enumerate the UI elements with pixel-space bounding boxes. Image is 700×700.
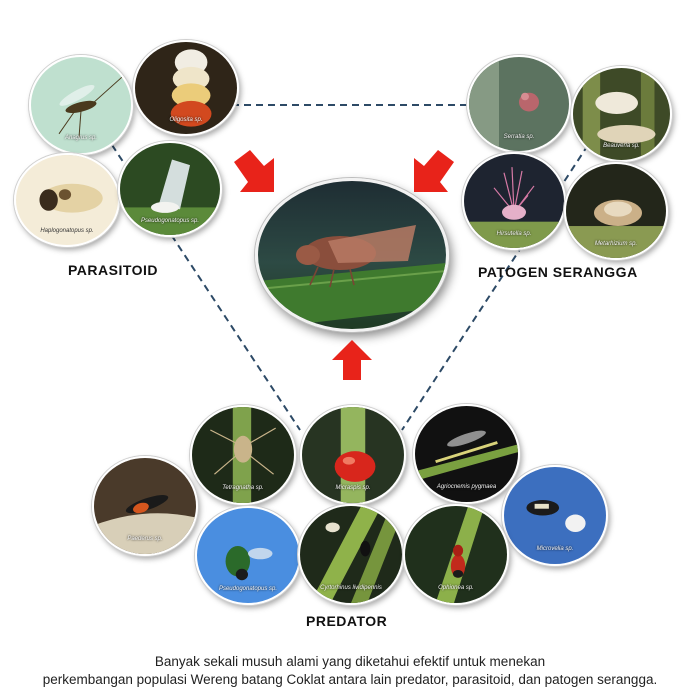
label-parasitoid: PARASITOID: [68, 262, 159, 278]
photo-ophionea: Ophionea sp.: [403, 504, 509, 605]
photo-paederus: Paederus sp.: [92, 456, 198, 556]
organism-caption: Paederus sp.: [127, 536, 163, 543]
footer-line-2: perkembangan populasi Wereng batang Cokl…: [42, 672, 658, 687]
photo-metarhizium: Metarhizium sp.: [564, 162, 668, 260]
organism-caption: Metarhizium sp.: [594, 240, 638, 247]
photo-haplogonatopus: Haplogonatopus sp.: [14, 153, 120, 247]
photo-beauveria: Beauveria sp.: [571, 66, 672, 162]
organism-caption: Hirsutella sp.: [496, 230, 532, 237]
organism-caption: Serratia sp.: [503, 133, 535, 140]
label-patogen-serangga: PATOGEN SERANGGA: [478, 264, 638, 280]
label-predator: PREDATOR: [306, 613, 388, 629]
organism-caption: Beauveria sp.: [603, 142, 640, 149]
organism-caption: Oligosita sp.: [169, 116, 203, 123]
photo-hirsutella: Hirsutella sp.: [462, 152, 566, 250]
footer-line-1: Banyak sekali musuh alami yang diketahui…: [154, 654, 546, 669]
photo-cyrtorhinus: Cyrtorhinus lividipennis: [298, 504, 404, 605]
organism-caption: Tetragnatha sp.: [222, 485, 264, 492]
photo-oligosita: Oligosita sp.: [133, 40, 239, 136]
photo-agriocnemis: Agriocnemis pygmaea: [413, 404, 520, 504]
photo-pseudogonatopus: Pseudogonatopus sp.: [118, 141, 222, 237]
organism-caption: Pseudogonatopus sp.: [218, 585, 278, 592]
organism-caption: Anagrus sp.: [64, 135, 98, 142]
photo-micraspis: Micraspis sp.: [300, 405, 406, 505]
photo-pseudogonatopus-predator: Pseudogonatopus sp.: [195, 506, 301, 605]
photo-serratia: Serratia sp.: [467, 55, 571, 153]
photo-anagrus: Anagrus sp.: [29, 55, 133, 155]
photo-tetragnatha: Tetragnatha sp.: [190, 405, 296, 505]
photo-microvelia: Microvelia sp.: [502, 465, 608, 566]
organism-caption: Pseudogonatopus sp.: [140, 217, 200, 224]
organism-caption: Ophionea sp.: [438, 585, 474, 592]
organism-caption: Agriocnemis pygmaea: [436, 484, 497, 491]
brown-planthopper-photo: [255, 178, 449, 332]
arrow-from-predator: [332, 340, 372, 380]
organism-caption: Micraspis sp.: [335, 485, 371, 492]
organism-caption: Haplogonatopus sp.: [40, 228, 94, 235]
organism-caption: Cyrtorhinus lividipennis: [320, 585, 382, 592]
arrow-from-parasitoid: [234, 150, 274, 192]
organism-caption: Microvelia sp.: [536, 546, 574, 553]
arrow-from-pathogen: [414, 150, 454, 192]
